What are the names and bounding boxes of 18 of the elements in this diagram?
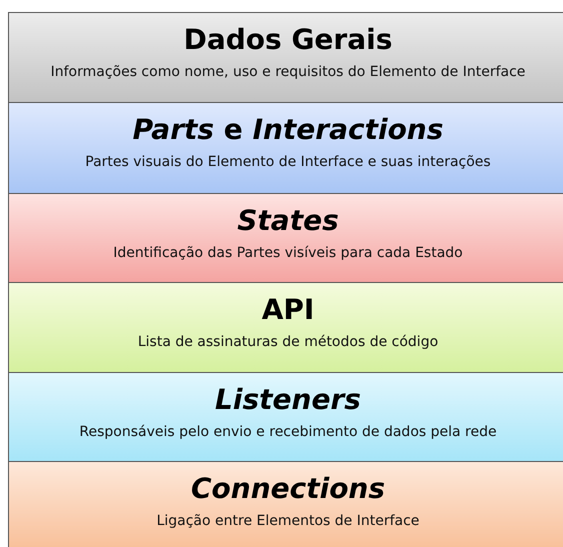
layer-title: API [262, 293, 314, 327]
layer-description: Lista de assinaturas de métodos de código [136, 333, 440, 352]
layer-description: Ligação entre Elementos de Interface [156, 512, 420, 531]
layer-description: Partes visuais do Elemento de Interface e suas interações [84, 153, 492, 172]
layer-band [8, 12, 563, 103]
layer-band [8, 461, 563, 547]
layer-title: Listeners [215, 383, 361, 417]
layer-description: Informações como nome, uso e requisitos do Elemento de Interface [50, 63, 526, 82]
layer-title: Connections [190, 472, 386, 506]
layer-band [8, 193, 563, 283]
layer-description: Identificação das Partes visíveis para cada Estado [112, 244, 464, 263]
layer-title: Dados Gerais [184, 23, 392, 57]
layer-title: Parts e Interactions [132, 113, 444, 147]
layer-description: Responsáveis pelo envio e recebimento de dados pela rede [78, 423, 498, 442]
layer-band [8, 102, 563, 194]
layer-title: States [237, 204, 339, 238]
layer-band [8, 372, 563, 462]
layer-band [8, 282, 563, 373]
